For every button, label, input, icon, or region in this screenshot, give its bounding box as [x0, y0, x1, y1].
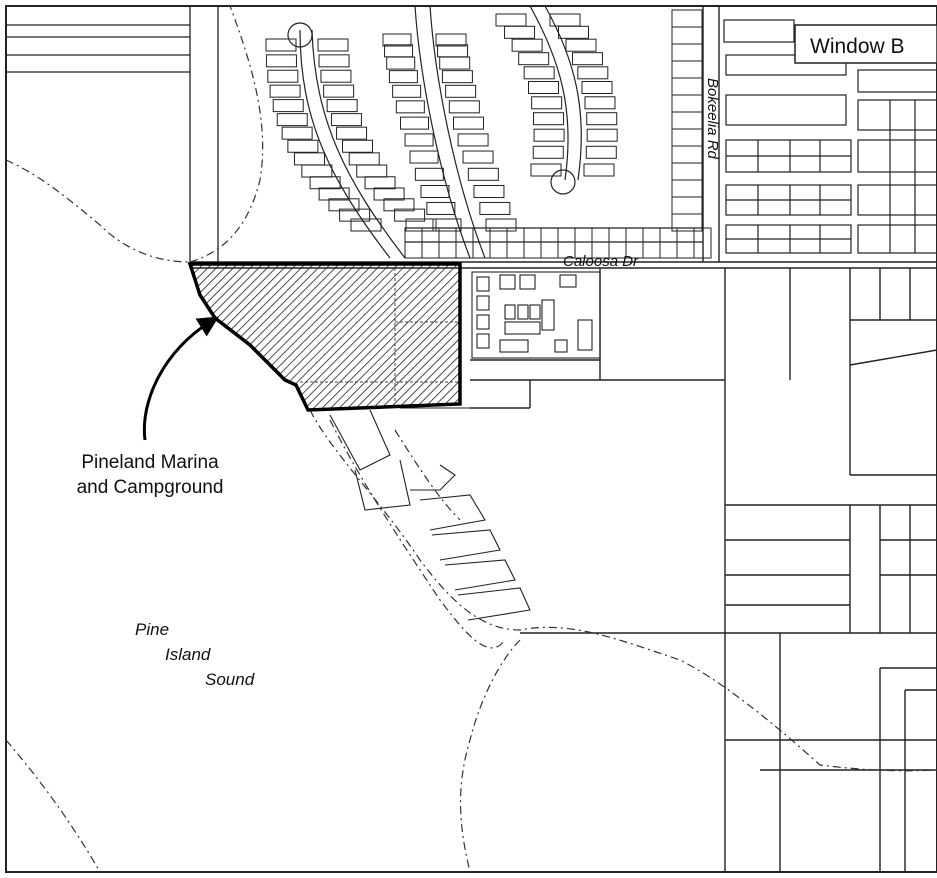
pineland-marina-parcel[interactable] — [187, 262, 462, 412]
lot — [265, 38, 297, 52]
lot — [323, 84, 355, 98]
road-label-caloosa-dr: Caloosa Dr — [563, 253, 639, 270]
shoreline-parcels — [329, 407, 531, 621]
lot — [373, 187, 405, 201]
lot — [420, 185, 450, 199]
map-frame — [5, 5, 937, 873]
lot — [342, 139, 373, 153]
lot — [671, 213, 703, 232]
lot — [523, 66, 555, 80]
lot — [435, 33, 467, 47]
lot — [267, 69, 299, 83]
lot — [287, 139, 319, 153]
lot — [388, 70, 418, 84]
lot — [318, 187, 350, 201]
lot — [395, 100, 425, 114]
lot — [439, 56, 471, 70]
water-label-line-2: Island — [165, 645, 211, 664]
lot — [320, 69, 352, 83]
lot — [383, 198, 415, 212]
lot — [404, 133, 434, 147]
lot — [394, 208, 426, 222]
lot — [581, 81, 613, 94]
lot — [565, 38, 597, 52]
lot — [528, 81, 559, 94]
lot — [350, 218, 382, 232]
lot — [584, 96, 616, 110]
lot — [533, 128, 565, 142]
lot — [281, 126, 313, 140]
lot — [317, 38, 349, 52]
subdivision-east — [723, 19, 937, 254]
lot — [441, 70, 473, 84]
lot — [386, 56, 416, 70]
lot — [504, 25, 536, 39]
window-label: Window B — [810, 35, 905, 58]
lot — [533, 112, 565, 126]
lot — [586, 128, 618, 142]
lot — [400, 116, 429, 130]
subdivision-lots — [265, 9, 712, 259]
lot — [585, 145, 617, 159]
lot — [532, 145, 564, 159]
lot — [586, 112, 618, 126]
lot — [328, 198, 360, 212]
curved-arrow-icon — [142, 316, 219, 441]
lot — [364, 176, 396, 190]
lot — [276, 113, 308, 127]
lot — [467, 167, 499, 181]
lot — [336, 126, 368, 140]
lot — [318, 54, 350, 68]
lot — [453, 116, 484, 130]
callout-line-1: Pineland Marina — [81, 452, 219, 473]
lot — [457, 133, 489, 147]
lot — [409, 150, 439, 164]
lot — [392, 84, 422, 98]
road-label-bokeelia-rd: Bokeelia Rd — [704, 78, 721, 160]
lot — [485, 218, 517, 232]
callout-line-2: and Campground — [77, 477, 224, 498]
lot — [432, 218, 462, 232]
lot — [339, 208, 371, 222]
lot — [558, 25, 590, 39]
lot — [405, 218, 437, 232]
lot — [445, 84, 477, 98]
lot — [426, 201, 456, 215]
window-label-box: Window B — [794, 24, 937, 64]
lot — [571, 52, 603, 66]
campground-lots — [471, 271, 601, 359]
water-label-line-3: Sound — [205, 670, 255, 689]
lot — [269, 84, 301, 98]
lot — [309, 176, 341, 190]
lot — [473, 185, 505, 199]
coastline — [5, 5, 937, 873]
lot — [583, 163, 615, 177]
lot — [272, 99, 304, 113]
lot — [479, 201, 511, 215]
marina-internal-lines — [300, 268, 460, 402]
lot — [448, 100, 480, 114]
lot — [265, 54, 297, 68]
lot — [531, 96, 563, 110]
lot — [414, 167, 444, 181]
lot — [330, 113, 362, 127]
parcel-lines-northwest — [6, 6, 219, 262]
lot — [462, 150, 494, 164]
lot — [518, 52, 550, 66]
lot — [577, 66, 609, 80]
lot — [530, 163, 562, 177]
lot — [382, 33, 412, 47]
lot — [326, 99, 358, 113]
lot — [511, 38, 543, 52]
water-label-line-1: Pine — [135, 620, 169, 639]
